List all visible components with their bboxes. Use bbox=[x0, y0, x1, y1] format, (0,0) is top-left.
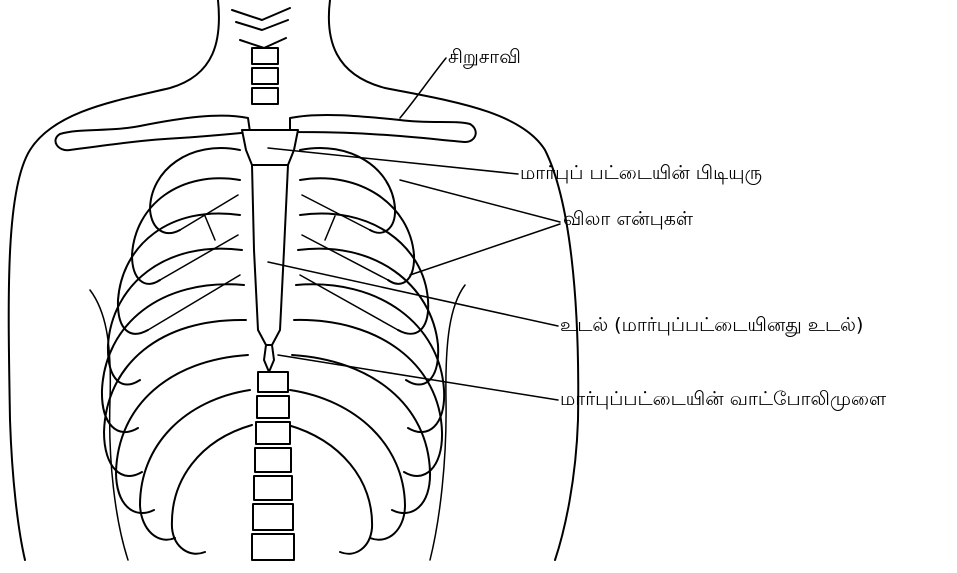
cervical-spine-top bbox=[232, 8, 290, 48]
leader-manubrium bbox=[268, 148, 518, 174]
clavicle-left bbox=[55, 116, 250, 151]
sternum-body bbox=[252, 165, 288, 345]
label-ribs: விலா என்புகள் bbox=[563, 210, 693, 229]
body-outline-left bbox=[9, 0, 219, 560]
clavicle-right bbox=[290, 115, 476, 142]
leader-clavicle bbox=[400, 58, 446, 118]
leader-xiphoid bbox=[278, 355, 558, 400]
label-manubrium: மார்புப் பட்டையின் பிடியுரு bbox=[520, 164, 762, 183]
leader-lines bbox=[268, 58, 560, 400]
body-outline-right bbox=[329, 0, 578, 560]
vertebra bbox=[252, 48, 278, 64]
vertebra bbox=[252, 88, 278, 104]
lower-spine bbox=[252, 372, 294, 560]
vertebra bbox=[252, 68, 278, 84]
sternum-xiphoid bbox=[264, 345, 274, 372]
label-sternum-body: உடல் (மார்புப்பட்டையினது உடல்) bbox=[560, 316, 863, 335]
ribs-right bbox=[288, 148, 444, 554]
leader-ribs-a bbox=[400, 180, 560, 222]
label-xiphoid-process: மார்புப்பட்டையின் வாட்போலிமுளை bbox=[560, 390, 886, 409]
leader-ribs-b bbox=[410, 224, 560, 275]
label-clavicle: சிறுசாவி bbox=[448, 48, 521, 67]
ribs-left bbox=[102, 148, 252, 554]
